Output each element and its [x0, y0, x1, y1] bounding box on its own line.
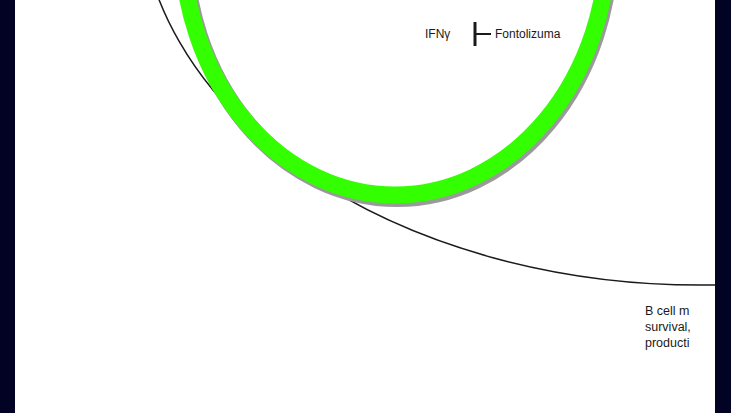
dark-border [715, 0, 731, 413]
dark-border [0, 0, 15, 413]
effect-note: B cell m survival, producti [645, 303, 711, 351]
green-membrane [182, 0, 608, 195]
inhibitor-line [475, 33, 491, 35]
membrane-shadow [184, 0, 610, 198]
cytokine-label: IFNγ [425, 26, 450, 42]
drug-label: Fontolizuma [495, 26, 560, 42]
cell-outline [140, 0, 731, 285]
